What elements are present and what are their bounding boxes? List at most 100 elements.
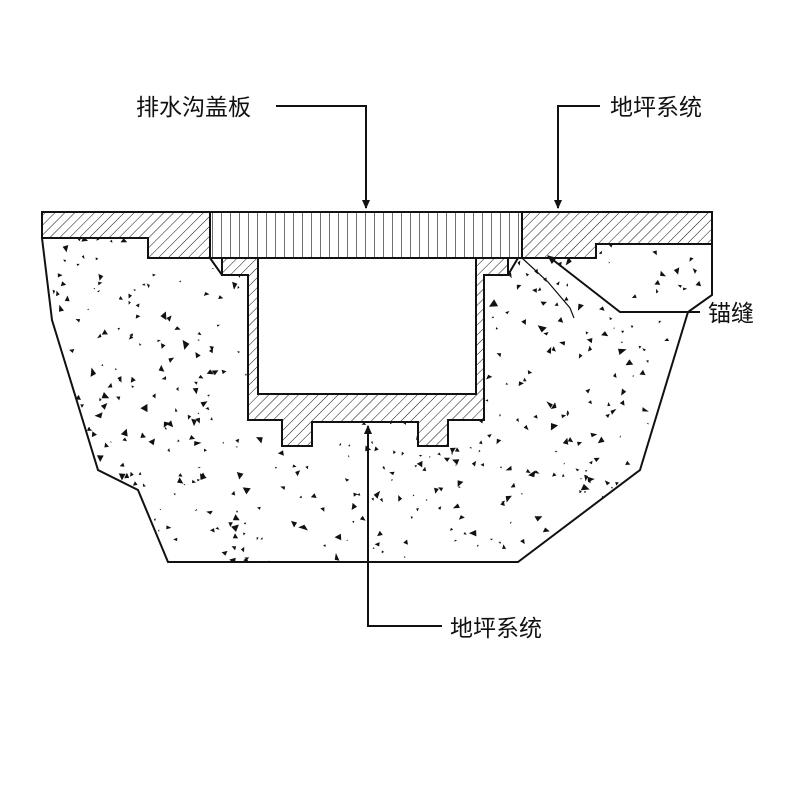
aggregate-speck [655,499,657,502]
aggregate-speck [128,334,134,340]
aggregate-speck [158,364,165,372]
aggregate-speck [682,341,688,347]
aggregate-speck [632,375,635,377]
aggregate-speck [601,331,609,337]
aggregate-speck [191,418,197,427]
aggregate-speck [48,504,55,509]
aggregate-speck [70,421,74,426]
aggregate-speck [152,273,156,277]
aggregate-speck [486,374,493,380]
aggregate-speck [540,301,547,306]
aggregate-speck [135,303,140,308]
aggregate-speck [555,281,560,286]
aggregate-speck [489,299,499,307]
aggregate-speck [104,442,109,448]
aggregate-speck [623,501,626,503]
aggregate-speck [676,501,681,507]
aggregate-speck [103,490,110,495]
aggregate-speck [656,288,659,294]
aggregate-speck [565,561,569,562]
aggregate-speck [310,493,317,498]
aggregate-speck [125,533,129,537]
aggregate-speck [620,341,623,344]
aggregate-speck [695,501,699,505]
aggregate-speck [98,281,103,286]
aggregate-speck [204,448,207,452]
aggregate-speck [42,483,49,489]
aggregate-speck [434,487,439,494]
aggregate-speck [552,472,557,477]
aggregate-speck [659,502,662,505]
anchor-joint-groove [521,257,575,319]
aggregate-speck [597,436,605,444]
aggregate-speck [166,315,172,322]
aggregate-speck [59,304,64,312]
aggregate-speck [221,369,227,375]
aggregate-speck [163,421,171,428]
aggregate-speck [389,471,395,476]
aggregate-speck [521,319,526,325]
aggregate-speck [97,290,100,293]
aggregate-speck [551,346,556,352]
aggregate-speck [398,495,403,502]
aggregate-speck [173,537,178,542]
aggregate-speck [425,498,428,501]
aggregate-speck [58,443,64,451]
aggregate-speck [200,473,207,480]
aggregate-speck [658,320,662,324]
aggregate-speck [192,479,196,484]
aggregate-speck [449,447,456,454]
aggregate-speck [211,268,214,270]
aggregate-speck [305,465,309,470]
aggregate-speck [625,359,634,366]
aggregate-speck [87,427,93,431]
aggregate-speck [527,370,533,375]
aggregate-speck [351,502,358,510]
aggregate-speck [206,369,214,375]
aggregate-speck [381,550,385,554]
aggregate-speck [107,382,113,388]
aggregate-speck [638,345,642,349]
aggregate-speck [243,557,249,562]
aggregate-speck [160,343,166,349]
aggregate-speck [373,490,381,499]
aggregate-speck [566,410,570,414]
aggregate-speck [346,539,349,541]
aggregate-speck [382,465,386,470]
aggregate-speck [480,463,484,467]
aggregate-speck [128,293,132,299]
aggregate-speck [643,476,646,482]
aggregate-speck [240,546,245,553]
aggregate-speck [692,268,697,274]
aggregate-speck [90,367,97,377]
aggregate-speck [646,512,654,519]
leader-floor-system-top [554,105,600,209]
aggregate-speck [609,317,613,320]
aggregate-speck [463,532,467,535]
aggregate-speck [232,281,238,290]
aggregate-speck [139,343,142,346]
aggregate-speck [359,515,366,521]
aggregate-speck [232,514,240,521]
aggregate-speck [680,500,685,505]
aggregate-speck [667,540,674,545]
aggregate-speck [561,473,565,477]
aggregate-speck [131,385,135,388]
aggregate-speck [516,284,522,290]
aggregate-speck [216,324,220,327]
aggregate-speck [536,554,542,560]
aggregate-speck [523,424,529,431]
aggregate-speck [167,448,170,453]
aggregate-speck [619,400,625,406]
aggregate-speck [588,400,592,405]
aggregate-speck [419,454,423,457]
aggregate-speck [197,339,200,341]
aggregate-speck [117,327,121,331]
aggregate-speck [674,403,681,410]
aggregate-speck [242,487,251,495]
aggregate-speck [642,348,646,352]
aggregate-speck [437,506,442,510]
aggregate-speck [510,482,516,488]
aggregate-speck [528,470,536,478]
aggregate-speck [505,382,508,385]
